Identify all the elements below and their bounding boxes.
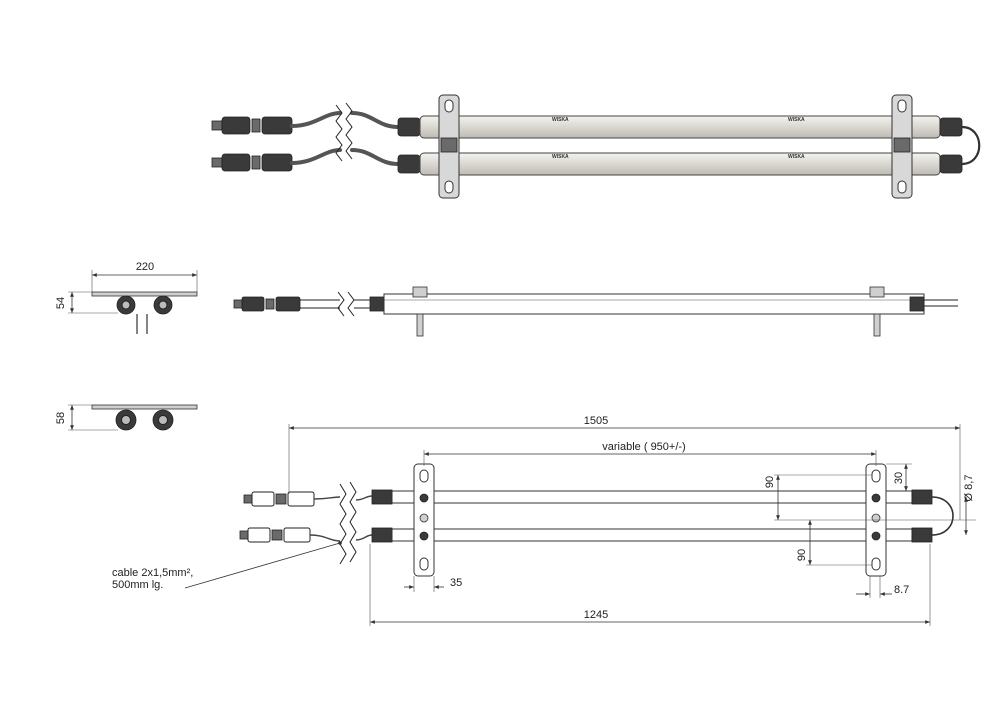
mounting-bracket-left (438, 94, 460, 199)
bracket-width-label: 35 (450, 577, 462, 589)
end-view-top: 220 54 (55, 261, 198, 334)
brand-label: WISKA (552, 117, 569, 123)
end-offset-label: 8.7 (894, 584, 909, 596)
cable-upper-left (290, 111, 342, 128)
top-offset-label: 30 (893, 472, 905, 484)
plan-plug-lower (239, 527, 311, 543)
loop-cable (961, 125, 981, 166)
cable-note-leader (184, 542, 341, 589)
svg-text:WISKA: WISKA (552, 154, 569, 160)
end-height-dimension-label: 58 (55, 412, 67, 424)
plan-tube-upper (371, 489, 933, 505)
plan-plug-upper (243, 491, 315, 507)
perspective-view: WISKA WISKA WISKA WISKA (211, 94, 981, 199)
side-elevation (233, 286, 958, 337)
cable-note-line1: cable 2x1,5mm², (112, 567, 193, 579)
svg-text:WISKA: WISKA (788, 154, 805, 160)
width-dimension-label: 220 (136, 261, 154, 273)
end-view-bottom: 58 (55, 404, 198, 431)
plug-connector-lower (211, 153, 293, 172)
plan-view: 1505 variable ( 950+/-) 30 Ø 8,7 90 90 3… (112, 415, 976, 626)
mounting-bracket-right (891, 94, 913, 199)
led-tube-lower: WISKA WISKA (397, 152, 963, 176)
body-length-label: 1245 (584, 609, 608, 621)
cable-note-line2: 500mm lg. (112, 579, 163, 591)
svg-text:WISKA: WISKA (788, 117, 805, 123)
spacing-upper-label: 90 (764, 476, 776, 488)
cable-upper-right (350, 111, 400, 129)
spacing-lower-label: 90 (796, 549, 808, 561)
diameter-label: Ø 8,7 (963, 475, 975, 502)
break-symbol (335, 104, 343, 162)
plan-tube-lower (371, 527, 933, 543)
plug-connector-upper (211, 116, 293, 135)
plan-break-symbol (339, 483, 347, 565)
cable-lower-left (290, 148, 342, 165)
bracket-spacing-label: variable ( 950+/-) (602, 441, 685, 453)
plan-bracket-left (413, 463, 435, 577)
height-dimension-label: 54 (55, 297, 67, 309)
plan-loop-cable (931, 496, 954, 536)
overall-length-label: 1505 (584, 415, 608, 427)
led-tube-upper: WISKA WISKA (397, 115, 963, 139)
cable-lower-right (350, 148, 400, 166)
